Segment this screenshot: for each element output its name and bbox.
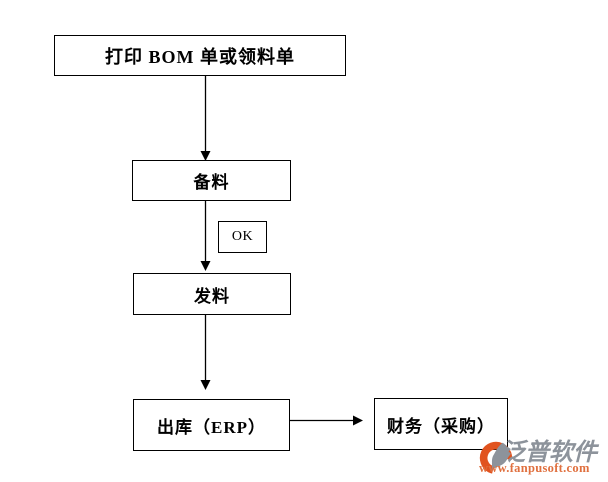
- arrow-issue-to-outbound: [200, 315, 211, 390]
- flow-node-issue-material-label: 发料: [194, 286, 230, 306]
- fanpu-url-text: www.fanpusoft.com: [479, 461, 590, 475]
- flow-node-prepare-material-label: 备料: [193, 173, 230, 192]
- flow-node-print-bom: 打印 BOM 单或领料单: [54, 35, 346, 76]
- flow-node-issue-material: 发料: [133, 273, 291, 315]
- arrow-print-to-prepare: [200, 76, 211, 161]
- arrow-prepare-to-issue: [200, 201, 211, 271]
- fanpu-watermark: 泛普软件 www.fanpusoft.com: [476, 436, 608, 480]
- flow-label-ok-text: OK: [231, 229, 254, 244]
- arrow-outbound-to-finance: [290, 415, 363, 426]
- fanpu-brand-text: 泛普软件: [501, 440, 597, 466]
- flow-node-outbound-erp-label: 出库（ERP）: [157, 417, 266, 437]
- flow-node-prepare-material: 备料: [132, 160, 291, 201]
- fanpu-logo-icon: [479, 441, 513, 475]
- flow-label-ok: OK: [218, 221, 267, 253]
- flow-node-print-bom-label: 打印 BOM 单或领料单: [105, 46, 295, 67]
- flow-node-finance-purchase: 财务（采购）: [374, 398, 508, 450]
- flow-node-finance-purchase-label: 财务（采购）: [387, 416, 495, 436]
- flow-node-outbound-erp: 出库（ERP）: [133, 399, 290, 451]
